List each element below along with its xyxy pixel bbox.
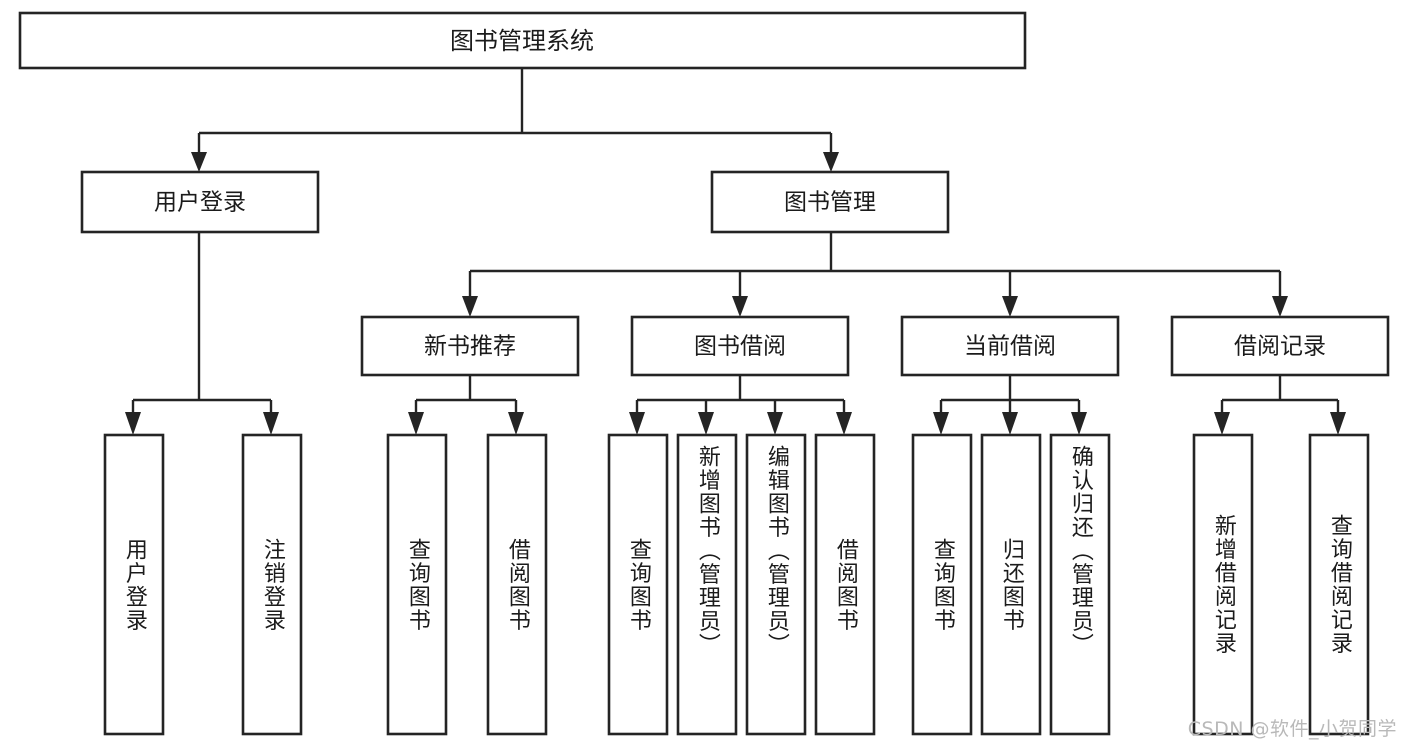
arrow-to-borrow-record [1272,296,1288,317]
leaf-box-borrow-book-1[interactable] [486,433,548,736]
arrow-leaf-query-book-1 [408,412,424,435]
arrow-leaf-return-book [1002,412,1018,435]
node-root-box[interactable] [18,11,1027,70]
leaf-boxes-group [103,433,1370,736]
arrow-leaf-query-book-3 [933,412,949,435]
node-new-book-recommend-label: 新书推荐 [424,334,516,360]
leaf-box-query-book-2[interactable] [607,433,669,736]
node-borrow-record[interactable]: 借阅记录 [1170,315,1390,377]
leaf-box-confirm-return[interactable] [1049,433,1111,736]
arrow-to-current-borrow [1002,296,1018,317]
arrow-leaf-user-logout [263,412,279,435]
node-book-borrow[interactable]: 图书借阅 [630,315,850,377]
node-user-login-label: 用户登录 [154,190,246,216]
node-root-label: 图书管理系统 [450,27,594,55]
arrow-leaf-borrow-book-2 [836,412,852,435]
node-borrow-record-box[interactable] [1170,315,1390,377]
arrow-to-new-book [462,296,478,317]
arrow-leaf-query-record [1330,412,1346,435]
leaf-box-edit-book[interactable] [745,433,807,736]
leaf-box-return-book[interactable] [980,433,1042,736]
leaf-box-user-logout[interactable] [241,433,303,736]
leaf-box-query-book-3[interactable] [911,433,973,736]
leaf-box-user-login[interactable] [103,433,165,736]
node-book-manage[interactable]: 图书管理 [710,170,950,234]
arrow-leaf-query-book-2 [629,412,645,435]
arrow-leaf-add-record [1214,412,1230,435]
arrow-to-book-manage [823,152,839,172]
node-borrow-record-label: 借阅记录 [1234,334,1326,360]
arrow-leaf-confirm-return [1071,412,1087,435]
arrow-to-book-borrow [732,296,748,317]
node-book-borrow-box[interactable] [630,315,850,377]
arrow-leaf-add-book [698,412,714,435]
leaf-box-borrow-book-2[interactable] [814,433,876,736]
leaf-box-query-record[interactable] [1308,433,1370,736]
node-book-borrow-label: 图书借阅 [694,334,786,360]
node-current-borrow[interactable]: 当前借阅 [900,315,1120,377]
node-user-login-box[interactable] [80,170,320,234]
csdn-watermark: CSDN @软件_小贺同学 [1187,718,1397,740]
arrow-leaf-borrow-book-1 [508,412,524,435]
node-book-manage-label: 图书管理 [784,190,876,216]
node-book-manage-box[interactable] [710,170,950,234]
arrow-to-user-login [191,152,207,172]
node-current-borrow-label: 当前借阅 [964,334,1056,360]
node-current-borrow-box[interactable] [900,315,1120,377]
node-new-book-recommend-box[interactable] [360,315,580,377]
connectors-group [125,68,1346,435]
node-user-login[interactable]: 用户登录 [80,170,320,234]
leaf-box-query-book-1[interactable] [386,433,448,736]
node-root[interactable]: 图书管理系统 [18,11,1027,70]
node-new-book-recommend[interactable]: 新书推荐 [360,315,580,377]
arrow-leaf-edit-book [767,412,783,435]
leaf-box-add-book[interactable] [676,433,738,736]
arrow-leaf-user-login [125,412,141,435]
leaf-box-add-record[interactable] [1192,433,1254,736]
